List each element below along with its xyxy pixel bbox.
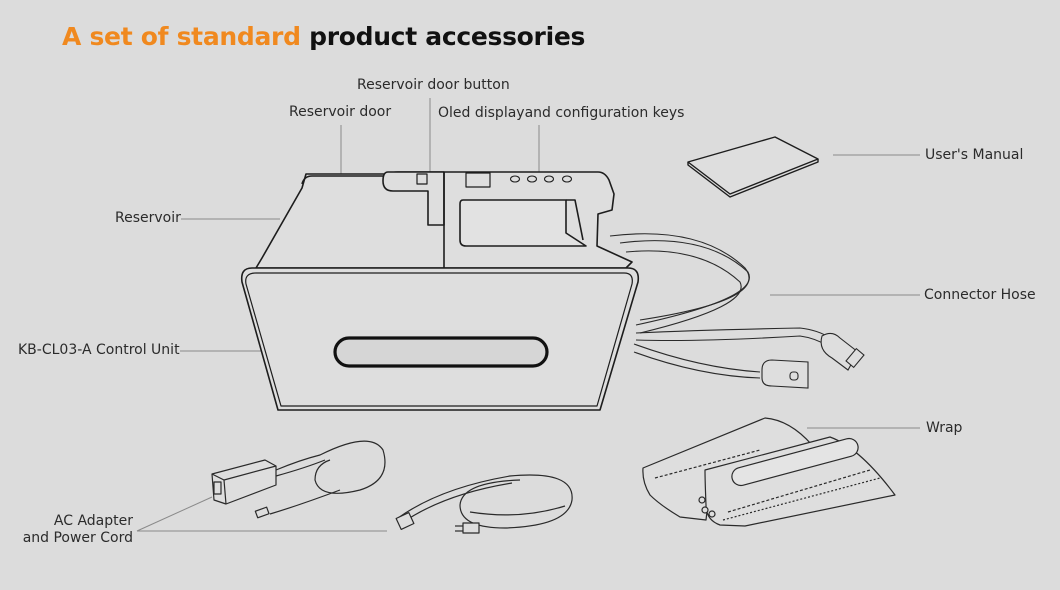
page-title: A set of standard product accessories xyxy=(62,22,585,51)
users-manual-drawing xyxy=(687,136,819,198)
label-oled-display: Oled displayand configuration keys xyxy=(438,105,685,121)
label-connector-hose: Connector Hose xyxy=(924,287,1036,303)
label-ac-adapter-line1: AC Adapter xyxy=(53,513,133,529)
leader-lines xyxy=(136,98,920,532)
ac-adapter-drawing xyxy=(211,440,573,534)
label-reservoir-door: Reservoir door xyxy=(289,104,392,120)
control-unit-drawing xyxy=(240,171,640,411)
label-control-unit: KB-CL03-A Control Unit xyxy=(18,342,180,358)
connector-hose-drawing xyxy=(609,233,865,389)
wrap-drawing xyxy=(642,417,896,527)
label-users-manual: User's Manual xyxy=(925,147,1024,163)
label-ac-adapter-line2: and Power Cord xyxy=(22,530,133,546)
label-ac-adapter: AC Adapter and Power Cord xyxy=(20,513,133,547)
label-wrap: Wrap xyxy=(926,420,963,436)
label-reservoir-door-button: Reservoir door button xyxy=(357,77,510,93)
title-accent: A set of standard xyxy=(62,22,301,51)
title-rest: product accessories xyxy=(309,22,586,51)
label-reservoir: Reservoir xyxy=(115,210,181,226)
